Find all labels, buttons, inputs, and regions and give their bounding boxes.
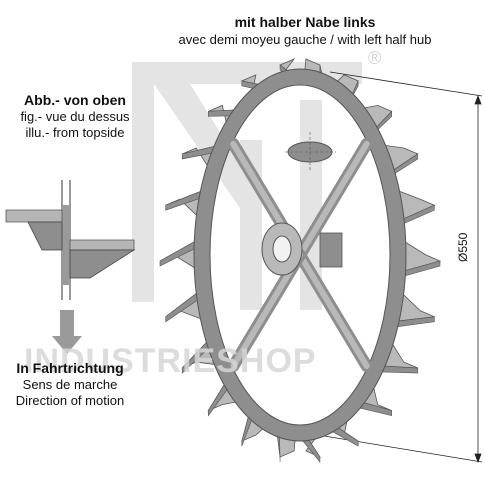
direction-arrow (52, 310, 82, 354)
title-main: mit halber Nabe links (234, 14, 376, 30)
direction-label-fr: Sens de marche (22, 377, 118, 392)
view-label-fr: fig.- vue du dessus (20, 109, 130, 124)
diameter-label: Ø550 (456, 232, 470, 262)
watermark-registered-mark: ® (368, 48, 381, 68)
view-label-en: illu.- from topside (25, 125, 125, 140)
title-sub: avec demi moyeu gauche / with left half … (178, 32, 432, 47)
direction-label-block: In Fahrtrichtung Sens de marche Directio… (0, 360, 140, 409)
view-label-block: Abb.- von oben fig.- vue du dessus illu.… (0, 92, 150, 141)
title-block: mit halber Nabe links avec demi moyeu ga… (130, 14, 480, 48)
wheel-rim-inner-edge (209, 84, 391, 426)
wheel-spoke-highlight (297, 252, 370, 370)
wheel-half-hub (319, 232, 343, 268)
wheel-hub-bore (272, 235, 292, 263)
wheel-rim-outer-edge (193, 68, 407, 442)
diameter-dimension-lines (299, 71, 483, 464)
spike-wheel (159, 58, 442, 463)
direction-label-en: Direction of motion (15, 393, 125, 408)
direction-label-main: In Fahrtrichtung (16, 360, 124, 376)
wheel-spoke-highlight (297, 140, 370, 258)
wheel-rim (194, 69, 406, 441)
topside-view-illustration (5, 180, 136, 300)
view-label-main: Abb.- von oben (24, 92, 126, 108)
watermark-text: INDUSTRIESHOP (24, 342, 317, 380)
